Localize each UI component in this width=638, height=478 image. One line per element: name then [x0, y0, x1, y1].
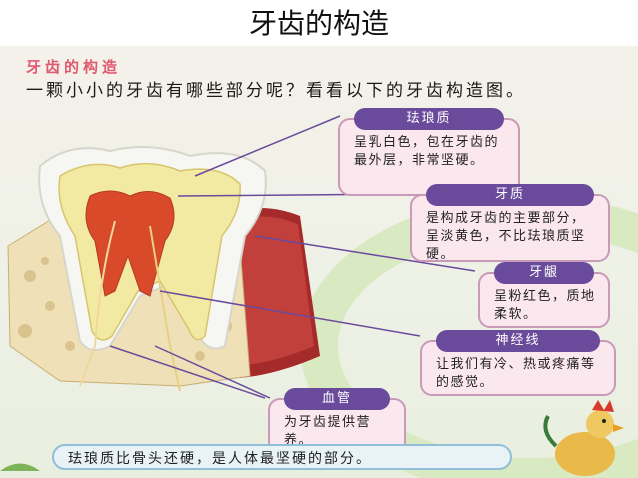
- tooth-diagram: [0, 115, 624, 476]
- callout-enamel: 珐琅质 呈乳白色，包在牙齿的最外层，非常坚硬。: [338, 108, 520, 196]
- callout-label: 血管: [284, 388, 390, 410]
- callout-text: 让我们有冷、热或疼痛等的感觉。: [436, 357, 596, 390]
- intro-text: 一颗小小的牙齿有哪些部分呢？看看以下的牙齿构造图。: [26, 81, 526, 101]
- callout-dentin: 牙质 是构成牙齿的主要部分，呈淡黄色，不比珐琅质坚硬。: [410, 184, 610, 262]
- callout-nerve: 神经线 让我们有冷、热或疼痛等的感觉。: [420, 330, 616, 396]
- slide-title: 牙齿的构造: [248, 7, 389, 40]
- section-heading: 牙齿的构造: [26, 58, 122, 76]
- callout-text: 呈乳白色，包在牙齿的最外层，非常坚硬。: [354, 135, 500, 168]
- callout-text: 是构成牙齿的主要部分，呈淡黄色，不比珐琅质坚硬。: [426, 211, 586, 262]
- callout-label: 牙质: [426, 184, 594, 206]
- leaf-icon: [0, 463, 40, 471]
- callout-text: 呈粉红色，质地柔软。: [494, 289, 596, 322]
- callout-label: 神经线: [436, 330, 600, 352]
- nerve-line: [79, 220, 116, 387]
- footer-note: 珐琅质比骨头还硬，是人体最坚硬的部分。: [52, 444, 512, 470]
- callout-gum: 牙龈 呈粉红色，质地柔软。: [478, 262, 610, 328]
- callout-label: 牙龈: [494, 262, 594, 284]
- rooster-mascot-icon: [543, 400, 624, 476]
- pulp-icon: [85, 190, 175, 297]
- textbook-page: 牙齿的构造 一颗小小的牙齿有哪些部分呢？看看以下的牙齿构造图。: [0, 46, 638, 478]
- callout-label: 珐琅质: [354, 108, 504, 130]
